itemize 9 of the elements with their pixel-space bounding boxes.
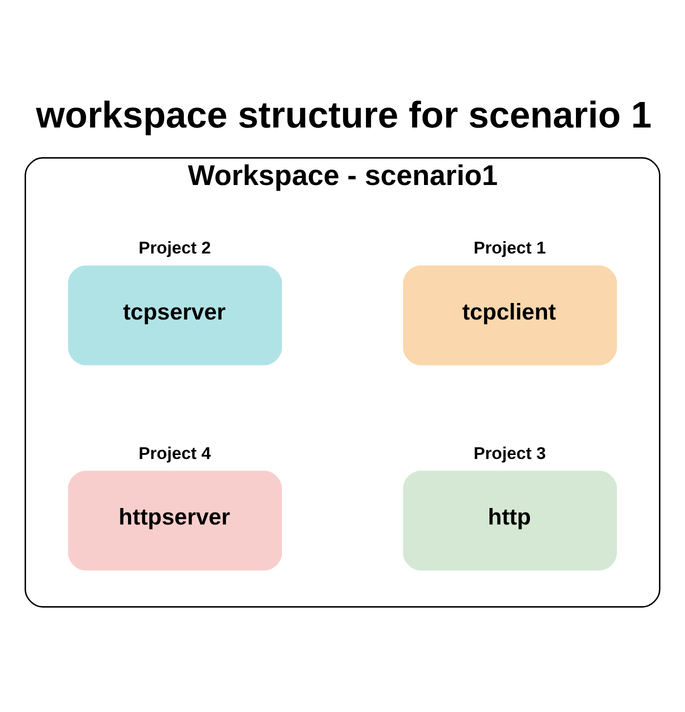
node-box: tcpserver	[68, 265, 282, 366]
node-box: httpserver	[68, 470, 282, 571]
diagram-title: workspace structure for scenario 1	[36, 94, 652, 136]
node-box: http	[403, 470, 617, 571]
node-box: tcpclient	[403, 265, 617, 366]
node-label: Project 3	[474, 444, 546, 463]
node-label: Project 4	[138, 444, 211, 463]
node-label: Project 1	[474, 238, 546, 258]
node-label: Project 2	[138, 238, 211, 258]
